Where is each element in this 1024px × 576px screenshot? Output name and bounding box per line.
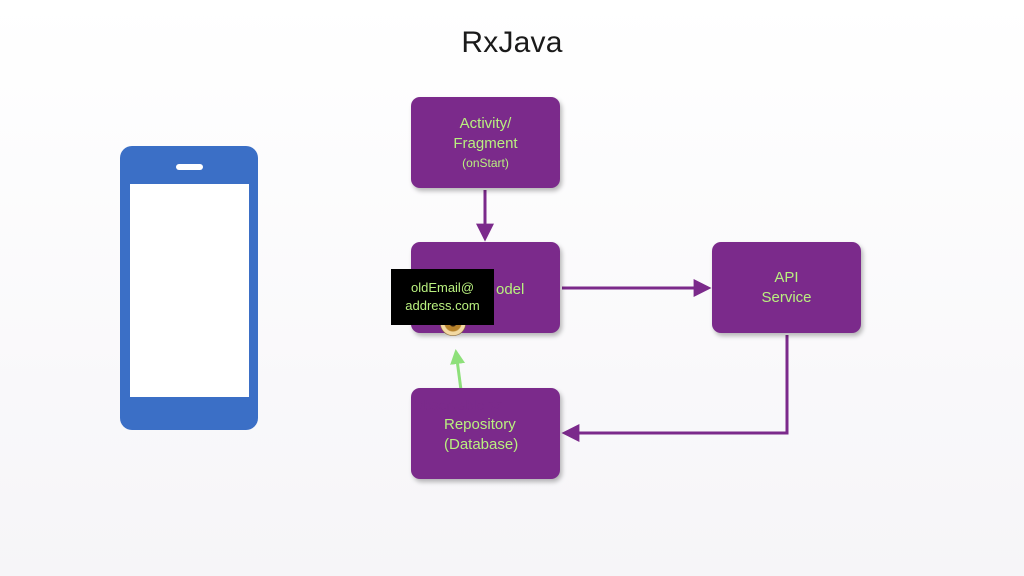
activity-line1: Activity/ bbox=[459, 114, 512, 132]
api-line1: API bbox=[774, 268, 799, 286]
repository-node: Repository (Database) bbox=[411, 388, 560, 479]
phone-screen bbox=[130, 184, 249, 397]
activity-fragment-node: Activity/ Fragment (onStart) bbox=[411, 97, 560, 188]
repo-line2: (Database) bbox=[444, 436, 519, 453]
observable-label: Observable★ bbox=[413, 396, 503, 414]
activity-line2: Fragment bbox=[453, 134, 518, 152]
diagram-title: RxJava bbox=[461, 26, 563, 59]
phone-speaker bbox=[176, 164, 203, 170]
tooltip-line2: address.com bbox=[405, 298, 480, 313]
tooltip-line1: oldEmail@ bbox=[410, 280, 475, 295]
star-icon: ★ bbox=[487, 395, 503, 414]
activity-sub: (onStart) bbox=[462, 155, 509, 170]
arrow-api-to-repository bbox=[561, 335, 789, 442]
api-service-node: API Service bbox=[712, 242, 861, 333]
arrow-observable-to-viewmodel bbox=[450, 349, 466, 391]
smartphone-icon bbox=[120, 146, 258, 430]
observable-text: Observable bbox=[413, 397, 485, 413]
viewmodel-label: odel bbox=[496, 281, 525, 298]
value-tooltip: oldEmail@ address.com bbox=[391, 269, 494, 325]
api-line2: Service bbox=[761, 288, 812, 306]
repo-line1: Repository bbox=[444, 416, 516, 433]
